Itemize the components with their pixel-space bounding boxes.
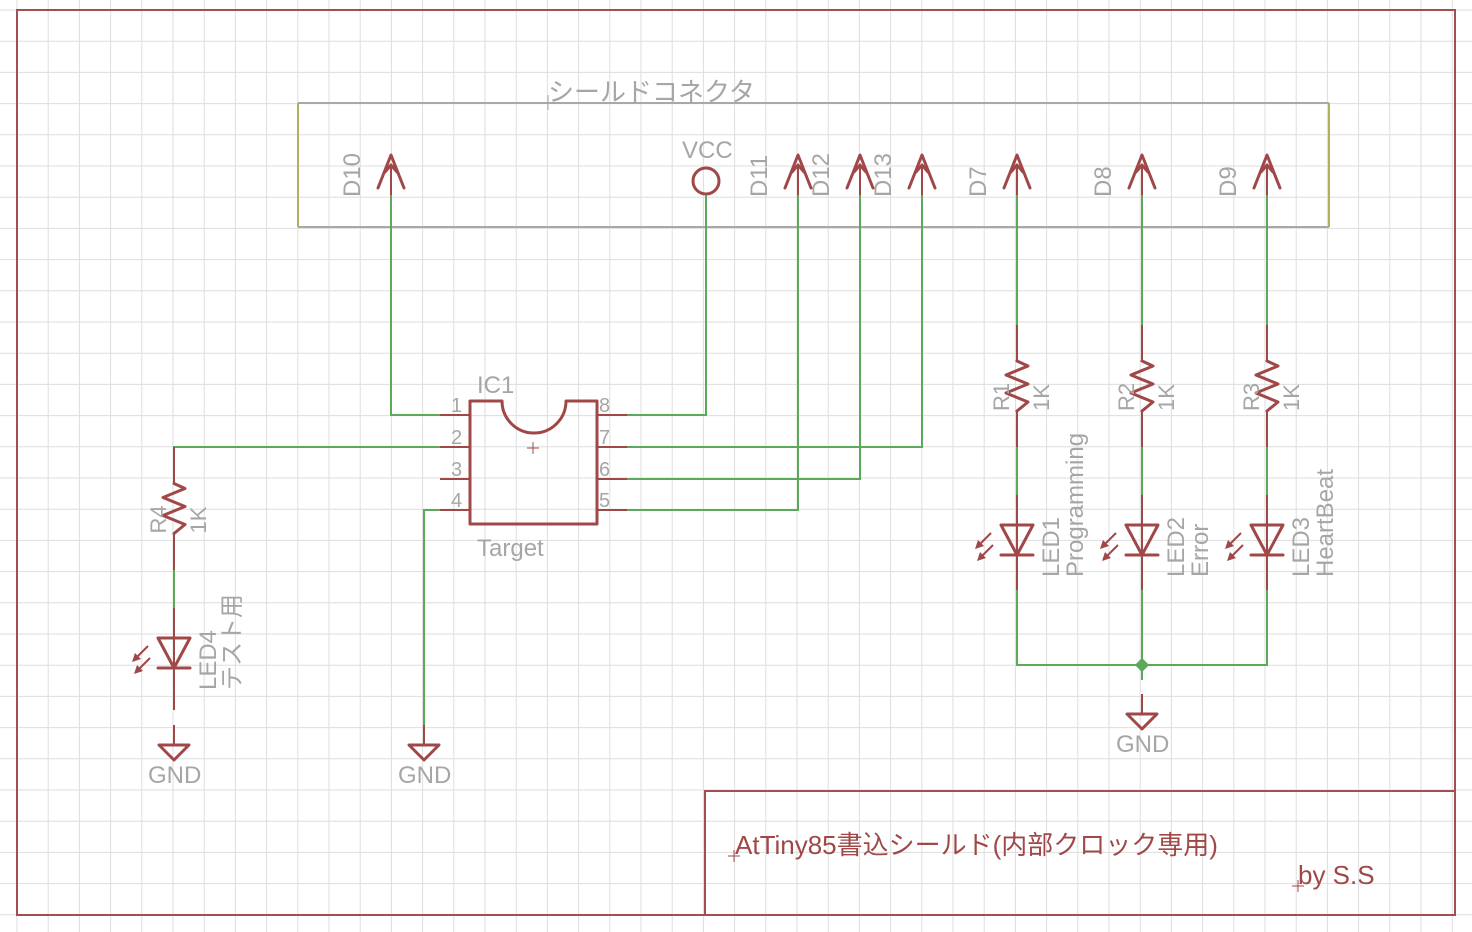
ic1-value: Target <box>477 535 544 562</box>
resistor-zigzag-icon <box>1129 359 1155 413</box>
connector-pin-d11[interactable]: D11 <box>746 153 813 198</box>
ground-icon <box>407 743 441 762</box>
title-text: AtTiny85書込シールド(内部クロック専用) <box>735 830 1218 860</box>
connector-pin-label: D10 <box>339 153 366 197</box>
resistor-value: 1K <box>1029 384 1054 411</box>
wire-d11-pin5 <box>597 195 799 511</box>
ic1-pin-label: 8 <box>599 395 610 417</box>
led-arrowheads <box>1225 540 1236 561</box>
wire-d12-pin6 <box>597 195 861 480</box>
ground-icon <box>1125 712 1159 731</box>
connector-pin-label: VCC <box>682 137 733 164</box>
connector-pin-d8[interactable]: D8 <box>1090 153 1157 198</box>
led-arrowheads <box>132 653 143 674</box>
gnd-symbol[interactable]: GND <box>398 725 451 789</box>
ic1[interactable]: IC1 Target 1 2 3 4 8 7 6 5 <box>440 372 627 562</box>
connector-pin-label: D7 <box>965 166 992 197</box>
resistor-value: 1K <box>186 506 211 533</box>
led-value: HeartBeat <box>1312 469 1339 577</box>
wire-d13-pin7 <box>597 195 923 448</box>
title-block-frame <box>704 790 1455 915</box>
led-name: LED4 <box>195 630 222 690</box>
drawing-frame <box>16 9 1456 916</box>
resistor-name: R1 <box>989 383 1014 411</box>
led-value: テスト用 <box>219 594 246 690</box>
connector-pin-vcc[interactable]: VCC <box>682 137 733 198</box>
wire-pin4-gnd <box>423 509 470 745</box>
connector-pins: D10 VCC D11 D12 D13 D7 D8 D9 <box>339 137 1282 198</box>
wire-pin2-r4 <box>173 446 470 480</box>
connector-pin-label: D8 <box>1090 166 1117 197</box>
origin-crosses <box>728 850 1304 892</box>
connector-outline <box>298 102 1329 228</box>
resistor-zigzag-icon <box>161 482 187 535</box>
gnd-label: GND <box>1116 731 1169 758</box>
gnd-label: GND <box>398 762 451 789</box>
ic1-pin-label: 2 <box>451 427 462 449</box>
led-diode-icon <box>1124 523 1160 557</box>
led-name: LED3 <box>1288 517 1315 577</box>
wires <box>173 195 1268 745</box>
ic1-pin-label: 6 <box>599 459 610 481</box>
led-value: Error <box>1187 524 1214 577</box>
resistor-name: R4 <box>146 505 171 533</box>
resistor-zigzag-icon <box>1254 359 1280 413</box>
ic1-pin-leads <box>440 414 627 511</box>
resistor-r4[interactable]: R4 1K <box>146 447 211 570</box>
led-diode-icon <box>156 636 192 670</box>
resistor-r1[interactable]: R1 1K <box>989 325 1054 447</box>
junction-dot <box>1134 657 1150 673</box>
ground-icon <box>157 743 191 762</box>
ic1-pin-label: 3 <box>451 459 462 481</box>
connector-pin-label: D12 <box>808 153 835 197</box>
author-text: by S.S <box>1298 860 1375 890</box>
led-name: LED1 <box>1038 517 1065 577</box>
shield-connector[interactable]: シールドコネクタ <box>297 77 1330 228</box>
gnd-symbol[interactable]: GND <box>148 725 201 789</box>
connector-pin-label: D11 <box>746 155 773 197</box>
led-name: LED2 <box>1163 517 1190 577</box>
gnd-symbol[interactable]: GND <box>1116 694 1169 758</box>
ic1-body <box>468 399 599 526</box>
led-diode-icon <box>999 523 1035 557</box>
resistor-name: R2 <box>1114 383 1139 411</box>
ic1-name: IC1 <box>477 372 514 399</box>
resistor-zigzag-icon <box>1004 359 1030 413</box>
connector-pin-d13[interactable]: D13 <box>870 153 937 198</box>
led-value: Programming <box>1062 433 1089 577</box>
vcc-pad-icon <box>691 166 721 196</box>
led-arrowheads <box>975 540 986 561</box>
resistor-value: 1K <box>1154 384 1179 411</box>
wire-vcc-pin8 <box>597 195 707 416</box>
connector-pin-label: D9 <box>1215 166 1242 197</box>
connector-pin-d7[interactable]: D7 <box>965 153 1032 198</box>
connector-pin-d9[interactable]: D9 <box>1215 153 1282 198</box>
gnd-label: GND <box>148 762 201 789</box>
ic1-pin-label: 1 <box>451 395 462 417</box>
ic1-pin-label: 4 <box>451 490 462 512</box>
connector-name: シールドコネクタ <box>548 77 755 107</box>
led-diode-icon <box>1249 523 1285 557</box>
connector-pin-d10[interactable]: D10 <box>339 153 406 198</box>
connector-pin-label: D13 <box>870 153 897 197</box>
ic1-pin-label: 7 <box>599 427 610 449</box>
led-arrowheads <box>1100 540 1111 561</box>
resistor-r3[interactable]: R3 1K <box>1239 325 1304 447</box>
ic1-pin-label: 5 <box>599 490 610 512</box>
resistor-r2[interactable]: R2 1K <box>1114 325 1179 447</box>
connector-pin-d12[interactable]: D12 <box>808 153 875 198</box>
resistor-name: R3 <box>1239 383 1264 411</box>
resistor-value: 1K <box>1279 384 1304 411</box>
ic1-origin <box>527 442 539 454</box>
